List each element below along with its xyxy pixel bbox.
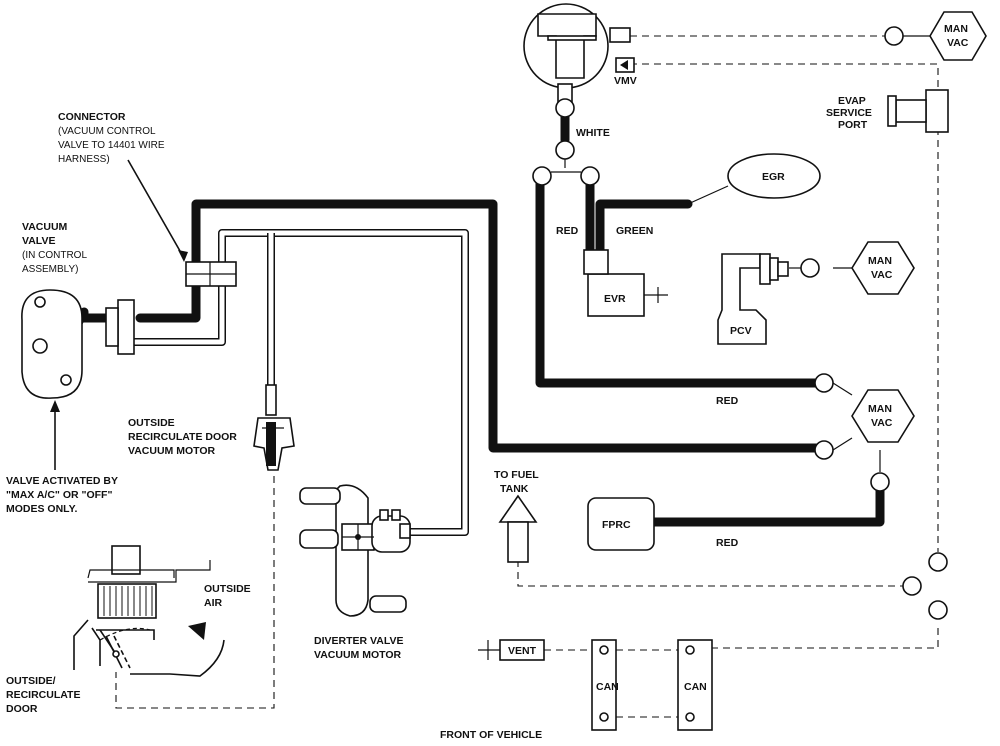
outside-recirc-vacuum-motor [253, 384, 295, 471]
outside-air-2: AIR [204, 597, 223, 609]
vacuum-valve-label-1: VACUUM [22, 221, 68, 233]
valve-activated-2: "MAX A/C" OR "OFF" [6, 489, 112, 501]
man-vac-top-2: VAC [947, 37, 969, 49]
connector-desc-2: VALVE TO 14401 WIRE [58, 140, 165, 151]
evap-label-3: PORT [838, 119, 868, 131]
fprc-box [587, 497, 655, 551]
egr-valve [727, 153, 821, 199]
green-hose-label: GREEN [616, 225, 653, 237]
connector-title: CONNECTOR [58, 111, 126, 123]
outside-recirc-door-2: RECIRCULATE [6, 689, 80, 701]
canister-2 [677, 639, 713, 731]
connector-desc-1: (VACUUM CONTROL [58, 126, 156, 137]
to-fuel-tank-arrow [498, 494, 538, 563]
evr-label: EVR [604, 293, 626, 305]
outside-recirc-motor-1: OUTSIDE [128, 417, 175, 429]
white-hose-label: WHITE [576, 127, 610, 139]
connector-desc-3: HARNESS) [58, 154, 110, 165]
vacuum-valve-label-4: ASSEMBLY) [22, 264, 79, 275]
vmv-valve [523, 3, 635, 105]
to-fuel-2: TANK [500, 483, 529, 495]
outside-air-arrow [188, 622, 206, 640]
man-vac-bot-1: MAN [868, 403, 892, 415]
evr-solenoid [583, 249, 668, 317]
front-of-vehicle: FRONT OF VEHICLE [440, 729, 542, 741]
blower-wheel [97, 583, 157, 619]
outside-air-door-assembly [73, 545, 225, 677]
diverter-1: DIVERTER VALVE [314, 635, 403, 647]
red-hose-label-1: RED [556, 225, 579, 237]
valve-activated-1: VALVE ACTIVATED BY [6, 475, 118, 487]
egr-label: EGR [762, 171, 785, 183]
vacuum-valve-label-2: VALVE [22, 235, 55, 247]
valve-port-bottom [60, 374, 72, 386]
red-hose-label-3: RED [716, 537, 739, 549]
evap-label-2: SERVICE [826, 107, 872, 119]
valve-fitting-inner [105, 307, 119, 347]
man-vac-bottom [851, 389, 915, 443]
man-vac-top [929, 11, 987, 61]
black-hose-fprc [649, 485, 885, 527]
vmv-port-1 [609, 27, 631, 43]
outside-air-1: OUTSIDE [204, 583, 251, 595]
can-label-1: CAN [596, 681, 619, 693]
to-fuel-1: TO FUEL [494, 469, 539, 481]
outside-recirc-motor-3: VACUUM MOTOR [128, 445, 216, 457]
outside-recirc-door-3: DOOR [6, 703, 38, 715]
black-hose-green [585, 175, 693, 255]
fprc-label: FPRC [602, 519, 631, 531]
vacuum-valve-label-3: (IN CONTROL [22, 250, 87, 261]
dashed-lines [115, 35, 939, 718]
connector-arrowhead [178, 250, 188, 262]
red-hose-label-2: RED [716, 395, 739, 407]
connector-block [185, 261, 237, 287]
evap-label-1: EVAP [838, 95, 866, 107]
can-label-2: CAN [684, 681, 707, 693]
valve-port-top [34, 296, 46, 308]
vmv-label: VMV [614, 75, 637, 87]
diverter-2: VACUUM MOTOR [314, 649, 402, 661]
black-hose-red-upper [535, 175, 827, 388]
blower-motor-top [111, 545, 141, 575]
valve-activated-arrowhead [50, 400, 60, 412]
valve-fitting [117, 299, 135, 355]
diverter-valve-motor [299, 484, 411, 617]
vent-label: VENT [508, 645, 537, 657]
man-vac-mid-2: VAC [871, 269, 893, 281]
white-vacuum-hoses [132, 229, 469, 536]
pcv-label: PCV [730, 325, 752, 337]
hose-fittings [532, 26, 948, 620]
vent-box [478, 639, 545, 661]
outside-recirc-motor-2: RECIRCULATE DOOR [128, 431, 237, 443]
valve-activated-3: MODES ONLY. [6, 503, 77, 515]
pcv-valve [717, 253, 789, 345]
canister-1 [591, 639, 617, 731]
man-vac-top-1: MAN [944, 23, 968, 35]
valve-port-mid [32, 338, 48, 354]
man-vac-mid-1: MAN [868, 255, 892, 267]
man-vac-bot-2: VAC [871, 417, 893, 429]
black-hose-main [65, 199, 827, 453]
outside-recirc-door-1: OUTSIDE/ [6, 675, 56, 687]
connector-leader [127, 159, 185, 259]
evap-service-port [887, 89, 949, 133]
vacuum-valve [21, 289, 135, 399]
man-vac-mid [851, 241, 915, 295]
